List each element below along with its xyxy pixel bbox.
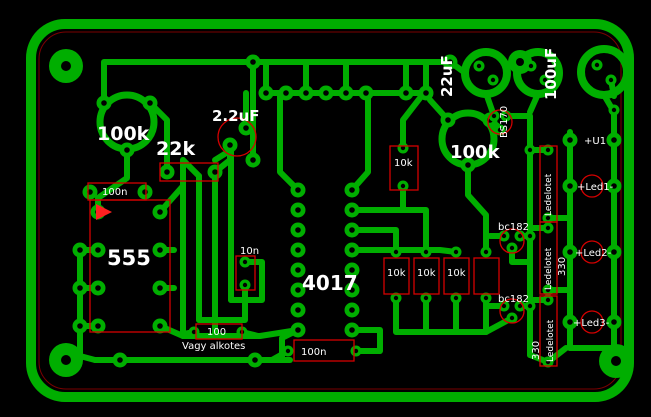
pad — [344, 222, 360, 238]
pad — [282, 345, 294, 357]
label-res-330-2: 330 — [531, 341, 542, 360]
pad — [358, 85, 374, 101]
pad — [390, 246, 402, 258]
label-res-100: 100 — [207, 327, 226, 338]
red-triangle-marker — [96, 204, 112, 220]
pad — [290, 222, 306, 238]
label-res-10k-3: 10k — [447, 268, 466, 279]
pad — [562, 178, 578, 194]
pad — [90, 242, 106, 258]
label-tr-bc182-2: bc182 — [498, 294, 529, 305]
pad — [152, 204, 168, 220]
label-led-series-1: Ledelotet — [544, 173, 554, 216]
label-ic-4017: 4017 — [302, 271, 358, 295]
pad — [290, 302, 306, 318]
pad — [450, 246, 462, 258]
silkscreen — [87, 109, 604, 367]
label-ic-555: 555 — [107, 246, 151, 270]
label-led-series-2: Ledelotet — [544, 247, 554, 290]
pad — [480, 246, 492, 258]
pad — [420, 246, 432, 258]
pad — [245, 54, 261, 70]
label-pot-left: 100k — [97, 123, 150, 145]
pad — [290, 182, 306, 198]
label-fet-bs170: BS170 — [499, 106, 510, 138]
label-note: Vagy alkotes — [182, 341, 245, 352]
pad — [152, 242, 168, 258]
pad — [344, 202, 360, 218]
label-cap-10n: 10n — [240, 246, 259, 257]
label-res-10k-top: 10k — [394, 158, 413, 169]
pad — [258, 85, 274, 101]
label-pot-right: 100k — [450, 142, 501, 163]
pad — [90, 318, 106, 334]
pad — [344, 242, 360, 258]
pad — [344, 322, 360, 338]
board-outline — [26, 19, 634, 402]
pad — [418, 85, 434, 101]
pad — [338, 85, 354, 101]
pad — [473, 60, 485, 72]
pad — [112, 352, 128, 368]
label-cap-100uf: 100uF — [542, 48, 560, 100]
pad — [591, 59, 603, 71]
pad — [290, 322, 306, 338]
pad — [90, 280, 106, 296]
pad — [72, 242, 88, 258]
pad — [96, 95, 112, 111]
pad — [188, 326, 200, 338]
label-led1: +Led1- — [577, 182, 614, 193]
pad — [159, 164, 175, 180]
label-led-series-3: Ledelotet — [546, 319, 556, 362]
label-led3: +Led3- — [573, 318, 610, 329]
pad — [247, 352, 263, 368]
pad — [222, 137, 238, 153]
pad — [82, 184, 98, 200]
pad — [298, 85, 314, 101]
label-cap-100n-left: 100n — [102, 187, 127, 198]
label-res-22k: 22k — [156, 138, 195, 160]
pad — [239, 256, 251, 268]
pad — [290, 242, 306, 258]
pad — [605, 74, 617, 86]
pad — [152, 318, 168, 334]
label-res-10k-2: 10k — [417, 268, 436, 279]
label-res-10k-1: 10k — [387, 268, 406, 279]
pad — [278, 85, 294, 101]
pad — [398, 85, 414, 101]
label-cap-22uf: 22uF — [438, 55, 456, 97]
label-tr-bc182-1: bc182 — [498, 222, 529, 233]
pad — [142, 95, 158, 111]
pad — [606, 132, 622, 148]
pad — [562, 132, 578, 148]
label-led2: +Led2- — [575, 248, 612, 259]
pad — [440, 112, 456, 128]
pad — [524, 144, 536, 156]
pad — [245, 152, 261, 168]
pad — [152, 280, 168, 296]
pad — [350, 345, 362, 357]
pad — [542, 222, 554, 234]
pad — [318, 85, 334, 101]
labels: 100k 22k 2.2uF 22uF 100uF BS170 100k 10k… — [97, 48, 614, 362]
pad — [487, 74, 499, 86]
pad — [72, 318, 88, 334]
label-cap-2-2uf: 2.2uF — [212, 107, 260, 125]
label-conn-u1: +U1 — [584, 136, 606, 147]
pad — [207, 164, 223, 180]
pad — [608, 104, 620, 116]
pad — [344, 302, 360, 318]
pad — [290, 202, 306, 218]
pad — [397, 142, 409, 154]
label-cap-100n-bottom: 100n — [301, 347, 326, 358]
label-res-330-1: 330 — [557, 257, 568, 276]
pad — [239, 279, 251, 291]
pad — [344, 182, 360, 198]
pad — [72, 280, 88, 296]
pad — [137, 184, 153, 200]
pad — [525, 60, 537, 72]
